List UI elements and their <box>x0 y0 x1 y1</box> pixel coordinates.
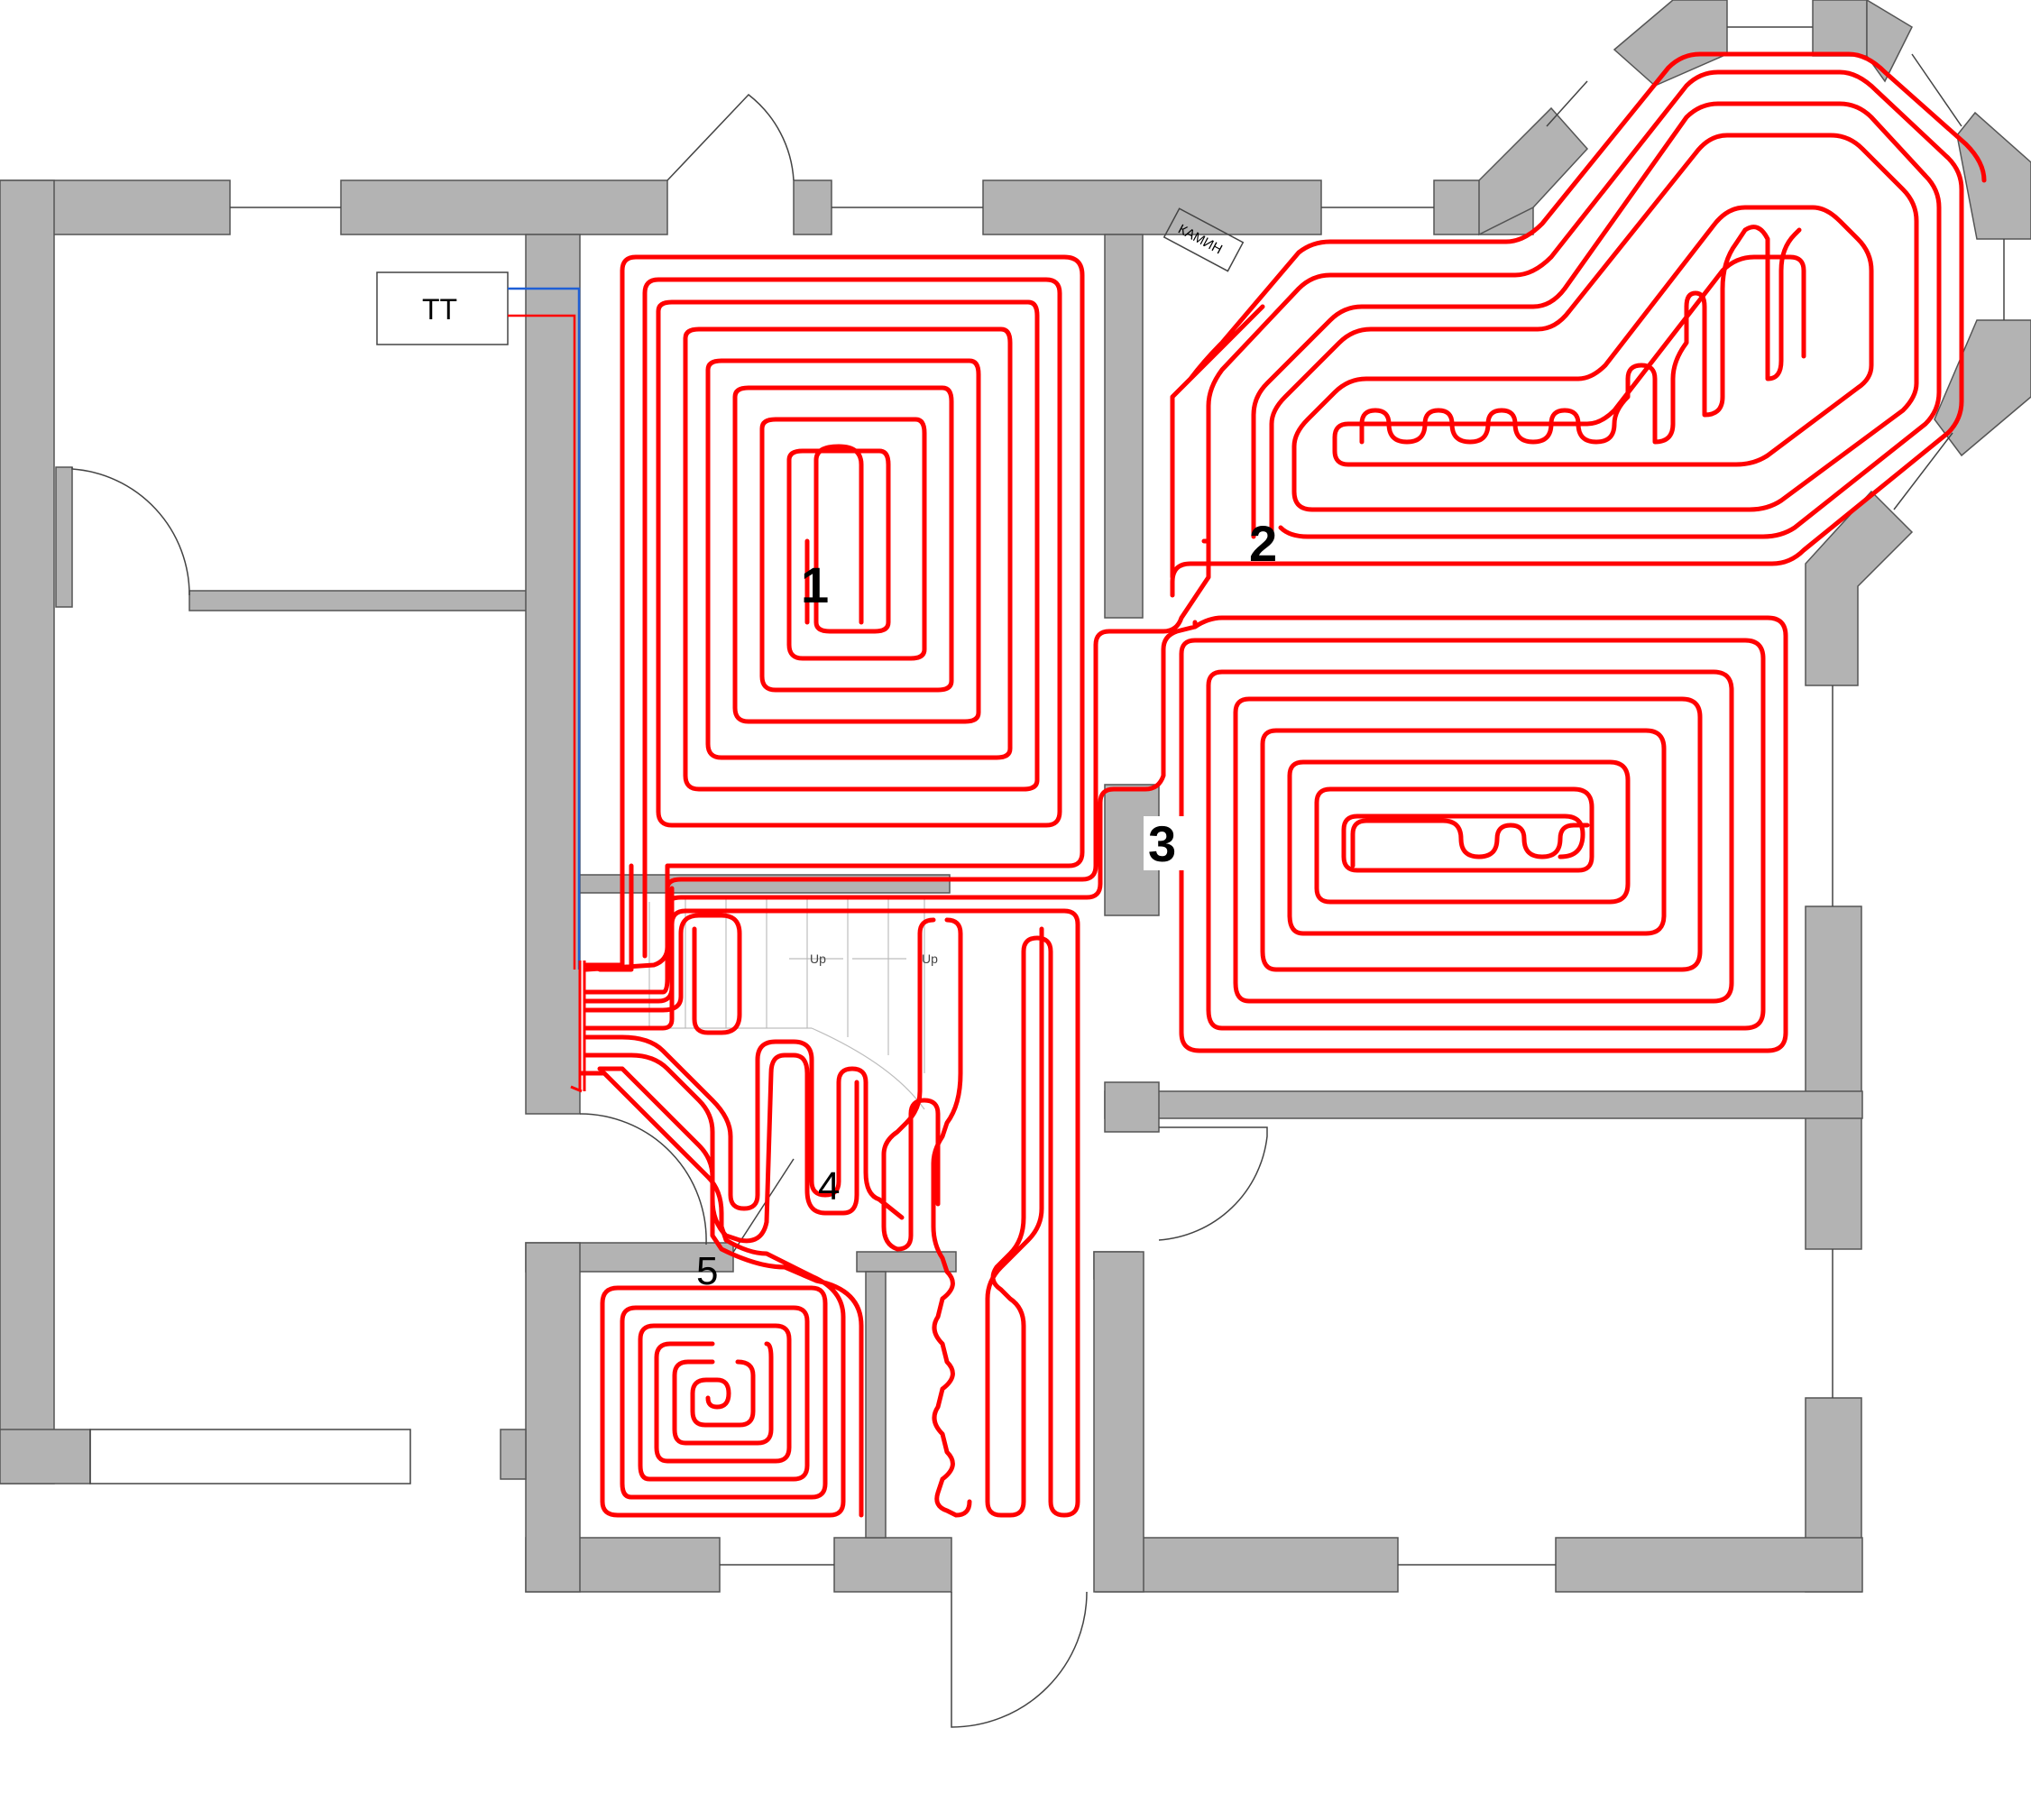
wall-bay-4 <box>1866 0 1913 83</box>
zone-label-1: 1 <box>801 556 829 613</box>
pipe-loop-zone-2-inner <box>1251 101 1942 539</box>
zone-label-2: 2 <box>1249 515 1277 572</box>
wall-bath-left <box>525 1242 581 1593</box>
pipe-loop-zone-1 <box>584 254 1085 972</box>
wall-left-bottom <box>0 1429 91 1484</box>
wall-interior-vert-mid <box>1104 234 1144 619</box>
zone-labels: 1 2 3 4 5 <box>696 515 1277 1293</box>
wall-bay-5 <box>1956 111 2031 240</box>
return-line <box>508 287 581 970</box>
stairs-arrow-label-2: Up <box>922 951 938 966</box>
wall-bay-1 <box>1478 106 1589 236</box>
wall-left-jamb <box>55 466 73 608</box>
pipe-loop-zone-2 <box>665 51 1987 905</box>
wall-bay-6 <box>1934 319 2031 457</box>
pipe-loop-zone-5 <box>579 1066 864 1518</box>
wall-bay-3 <box>1812 0 1868 57</box>
wall-room-right-vert <box>1093 1251 1144 1593</box>
wall-top-4 <box>982 179 1322 235</box>
wall-right-upper <box>1805 905 1862 1250</box>
stairs-arrow-label-1: Up <box>810 951 826 966</box>
wall-interior-pillar-2 <box>1104 1081 1160 1133</box>
fireplace-box <box>1163 207 1245 272</box>
boiler: TT <box>376 271 581 970</box>
zone-label-3: 3 <box>1148 815 1176 872</box>
wall-bottom-entry <box>833 1537 952 1593</box>
wall-top-3 <box>793 179 832 235</box>
doors <box>71 93 1268 1728</box>
windows <box>89 26 2005 1566</box>
wall-hall-vert <box>865 1271 887 1539</box>
supply-line <box>508 314 576 970</box>
zone-label-3-bg <box>1144 816 1184 870</box>
boiler-label: TT <box>422 293 457 326</box>
zone-label-4: 4 <box>818 1164 840 1209</box>
pipe-feed-zone-2 <box>584 886 675 1031</box>
wall-stub-left <box>500 1429 527 1480</box>
wall-bottom-right <box>1555 1537 1863 1593</box>
heating-pipes <box>579 51 1987 1518</box>
zone-label-5: 5 <box>696 1249 718 1293</box>
pipe-loop-zone-2-meander <box>1359 225 1802 445</box>
boiler-box <box>376 271 509 345</box>
wall-bay-7 <box>1805 490 1914 686</box>
wall-garage-inner <box>188 590 528 611</box>
window-left-bottom <box>89 1429 411 1484</box>
pipe-loop-zone-4 <box>584 908 1080 1518</box>
pipe-feed-zone-3 <box>584 899 670 995</box>
pipe-loop-zone-3 <box>665 615 1788 1053</box>
manifold <box>570 961 586 1093</box>
walls <box>0 0 2031 1593</box>
wall-interior-horiz-right <box>1104 1090 1863 1119</box>
wall-hall-top <box>856 1251 957 1273</box>
wall-top-2 <box>340 179 668 235</box>
wall-interior-vert-left <box>525 234 581 1115</box>
wall-left-outer <box>0 179 55 1484</box>
